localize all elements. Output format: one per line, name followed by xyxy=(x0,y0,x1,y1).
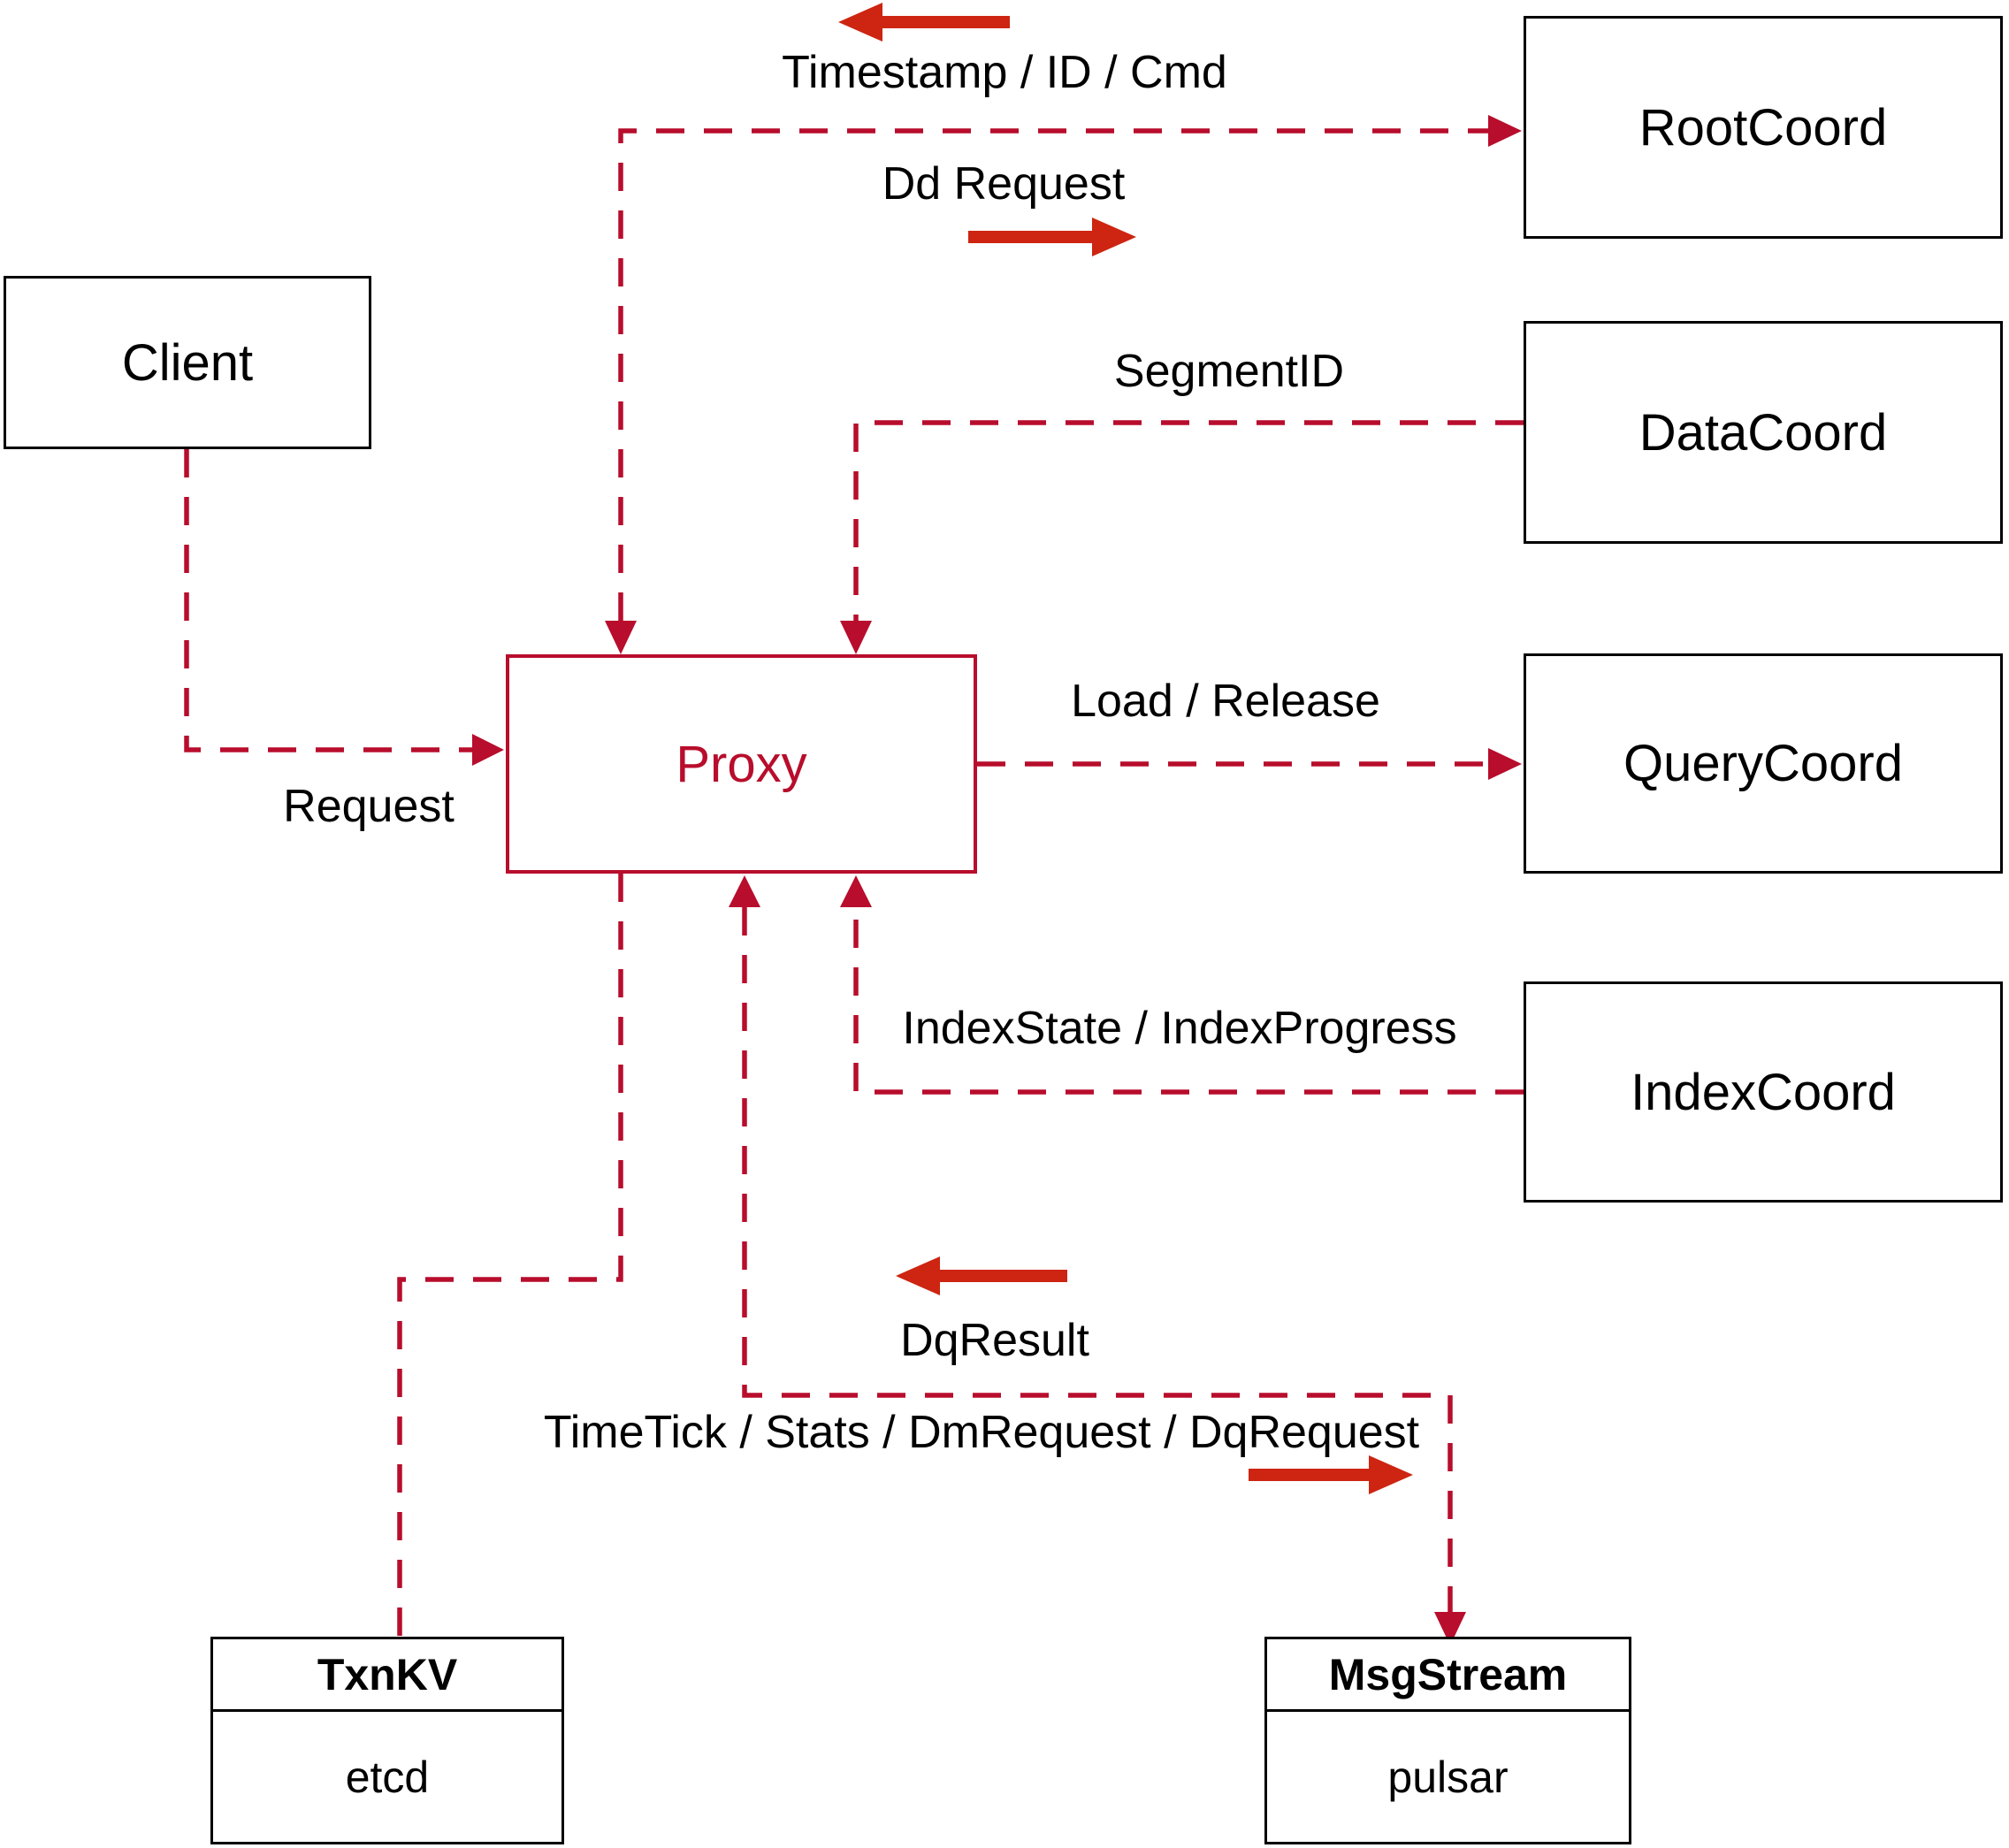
label-segmentid: SegmentID xyxy=(1113,346,1345,397)
label-indexstate-indexprogress: IndexState / IndexProgress xyxy=(902,1003,1457,1054)
label-dd-request: Dd Request xyxy=(882,158,1126,210)
node-proxy-label: Proxy xyxy=(676,735,807,793)
node-indexcoord-label: IndexCoord xyxy=(1631,1063,1896,1121)
arrowhead-into-msgstream-icon xyxy=(1434,1612,1466,1646)
solid-arrow-left-dqresult-icon xyxy=(896,1256,1067,1295)
node-msgstream-title: MsgStream xyxy=(1267,1639,1629,1712)
label-load-release: Load / Release xyxy=(1071,676,1380,727)
arrowhead-into-querycoord-icon xyxy=(1488,748,1522,780)
label-request: Request xyxy=(283,781,455,832)
edge-indexcoord-to-proxy xyxy=(853,907,1524,1095)
arrowhead-into-proxy-top-left-icon xyxy=(605,621,637,654)
node-querycoord: QueryCoord xyxy=(1524,653,2003,874)
node-datacoord-label: DataCoord xyxy=(1639,403,1888,462)
node-client-label: Client xyxy=(121,333,254,392)
label-timestamp-id-cmd: Timestamp / ID / Cmd xyxy=(782,47,1227,98)
node-datacoord: DataCoord xyxy=(1524,321,2003,544)
node-querycoord-label: QueryCoord xyxy=(1623,735,1903,792)
node-indexcoord: IndexCoord xyxy=(1524,981,2003,1203)
arrowhead-into-proxy-bottom-mid-icon xyxy=(729,875,760,907)
solid-arrow-left-timestamp-icon xyxy=(838,3,1010,42)
node-proxy: Proxy xyxy=(506,654,977,874)
node-rootcoord: RootCoord xyxy=(1524,16,2003,239)
solid-arrow-right-dd-request-icon xyxy=(968,218,1136,256)
arrowhead-into-proxy-left-icon xyxy=(472,734,504,766)
label-dqresult: DqResult xyxy=(900,1315,1089,1366)
solid-arrow-right-timetick-icon xyxy=(1249,1455,1413,1494)
edge-proxy-rootcoord xyxy=(618,128,1488,621)
arrowhead-into-rootcoord-icon xyxy=(1488,115,1522,147)
node-txnkv: TxnKV etcd xyxy=(210,1637,564,1844)
label-timetick-stats-dmrequest-dqrequest: TimeTick / Stats / DmRequest / DqRequest xyxy=(543,1407,1420,1458)
edge-client-to-proxy xyxy=(184,449,472,752)
node-txnkv-title: TxnKV xyxy=(213,1639,561,1712)
node-rootcoord-label: RootCoord xyxy=(1639,98,1888,157)
arrowhead-into-proxy-top-right-icon xyxy=(840,621,872,654)
arrowhead-into-proxy-bottom-right-icon xyxy=(840,875,872,907)
node-msgstream-impl: pulsar xyxy=(1387,1752,1509,1802)
edge-datacoord-to-proxy xyxy=(853,420,1524,621)
node-client: Client xyxy=(4,276,371,449)
node-txnkv-impl: etcd xyxy=(345,1752,430,1802)
edge-proxy-msgstream xyxy=(742,907,1453,1612)
edge-proxy-txnkv xyxy=(397,874,623,1637)
node-msgstream: MsgStream pulsar xyxy=(1264,1637,1631,1844)
